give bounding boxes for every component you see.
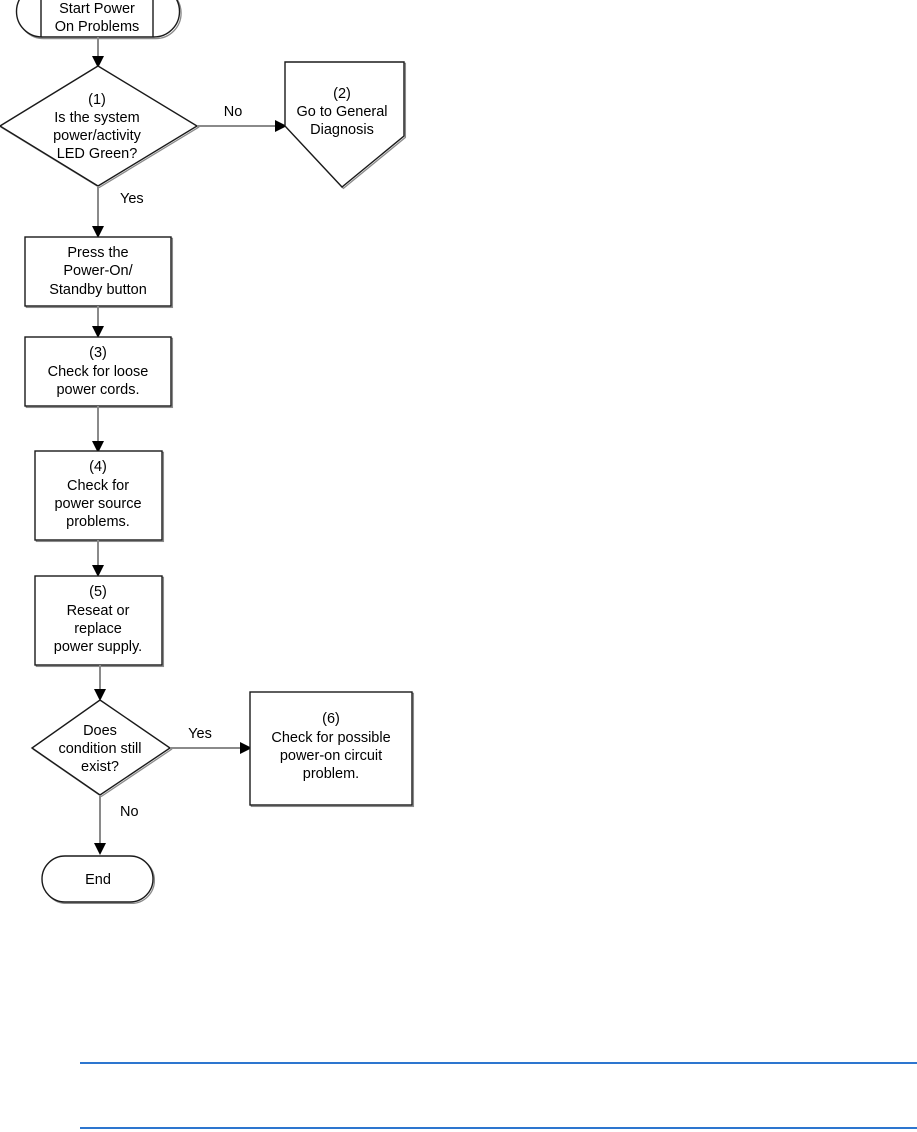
edge-decision2-no-arrowhead (94, 843, 106, 855)
node-decision2[interactable]: Does condition still exist? (30, 699, 173, 798)
node-2-line1: Go to General (296, 104, 387, 120)
edge-decision1-no: No (197, 104, 287, 132)
node-start[interactable]: Start Power On Problems (15, 0, 182, 40)
node-6-line2: power-on circuit (280, 748, 382, 764)
node-decision2-line2: condition still (58, 741, 141, 757)
node-2-outline (284, 61, 405, 188)
node-press-line1: Press the (67, 245, 128, 261)
node-decision2-line3: exist? (81, 759, 119, 775)
node-3-step: (3) (89, 345, 107, 361)
node-4-line2: power source (54, 496, 141, 512)
edge-4-to-5 (92, 540, 104, 577)
node-6[interactable]: (6) Check for possible power-on circuit … (249, 691, 415, 808)
node-3-line1: Check for loose (48, 364, 149, 380)
node-start-line1: Start Power (59, 1, 135, 17)
node-5-outline (34, 575, 163, 666)
node-decision2-line1: Does (83, 723, 117, 739)
node-3-outline (24, 336, 172, 407)
node-4-line3: problems. (66, 514, 130, 530)
node-6-line1: Check for possible (271, 730, 390, 746)
node-6-line3: problem. (303, 766, 359, 782)
node-end[interactable]: End (41, 855, 155, 905)
edge-decision1-yes-label: Yes (120, 191, 144, 207)
node-3[interactable]: (3) Check for loose power cords. (24, 336, 174, 409)
node-decision1-step: (1) (88, 92, 106, 108)
node-start-outline (15, 0, 181, 38)
edge-5-to-decision2 (94, 665, 106, 701)
node-end-label: End (85, 872, 111, 888)
edge-decision2-yes-arrowhead (240, 742, 252, 754)
node-5[interactable]: (5) Reseat or replace power supply. (34, 575, 165, 668)
node-press-outline (24, 236, 172, 307)
node-decision1-line1: Is the system (54, 110, 139, 126)
node-4-line1: Check for (67, 478, 129, 494)
edge-decision2-yes: Yes (170, 726, 252, 754)
edge-start-to-decision1 (92, 37, 104, 68)
node-5-line3: power supply. (54, 639, 142, 655)
node-decision1-outline (0, 65, 199, 187)
node-2[interactable]: (2) Go to General Diagnosis (284, 61, 407, 190)
edge-press-to-3-arrowhead (92, 326, 104, 338)
node-6-step: (6) (322, 711, 340, 727)
edge-3-to-4 (92, 406, 104, 453)
edge-4-to-5-arrowhead (92, 565, 104, 577)
node-decision1-line3: LED Green? (57, 146, 138, 162)
edge-decision2-no: No (94, 795, 139, 855)
edge-start-to-decision1-arrowhead (92, 56, 104, 68)
node-press-line3: Standby button (49, 282, 147, 298)
edge-press-to-3 (92, 306, 104, 338)
node-5-step: (5) (89, 584, 107, 600)
node-decision1-line2: power/activity (53, 128, 142, 144)
node-4-step: (4) (89, 459, 107, 475)
node-press[interactable]: Press the Power-On/ Standby button (24, 236, 174, 309)
edge-decision2-yes-label: Yes (188, 726, 212, 742)
edge-decision1-yes: Yes (92, 186, 144, 238)
node-decision1[interactable]: (1) Is the system power/activity LED Gre… (0, 65, 200, 189)
node-press-line2: Power-On/ (63, 263, 133, 279)
node-2-line2: Diagnosis (310, 122, 374, 138)
edge-decision1-no-label: No (224, 104, 243, 120)
node-3-line2: power cords. (56, 382, 139, 398)
edge-decision2-no-label: No (120, 804, 139, 820)
edge-decision1-no-arrowhead (275, 120, 287, 132)
node-5-line1: Reseat or (67, 603, 130, 619)
node-end-outline (41, 855, 154, 903)
node-5-line2: replace (74, 621, 122, 637)
edge-5-to-decision2-arrowhead (94, 689, 106, 701)
node-start-line2: On Problems (55, 19, 140, 35)
node-2-step: (2) (333, 86, 351, 102)
node-6-outline (249, 691, 413, 806)
node-4[interactable]: (4) Check for power source problems. (34, 450, 165, 543)
edge-3-to-4-arrowhead (92, 441, 104, 453)
edge-decision1-yes-arrowhead (92, 226, 104, 238)
